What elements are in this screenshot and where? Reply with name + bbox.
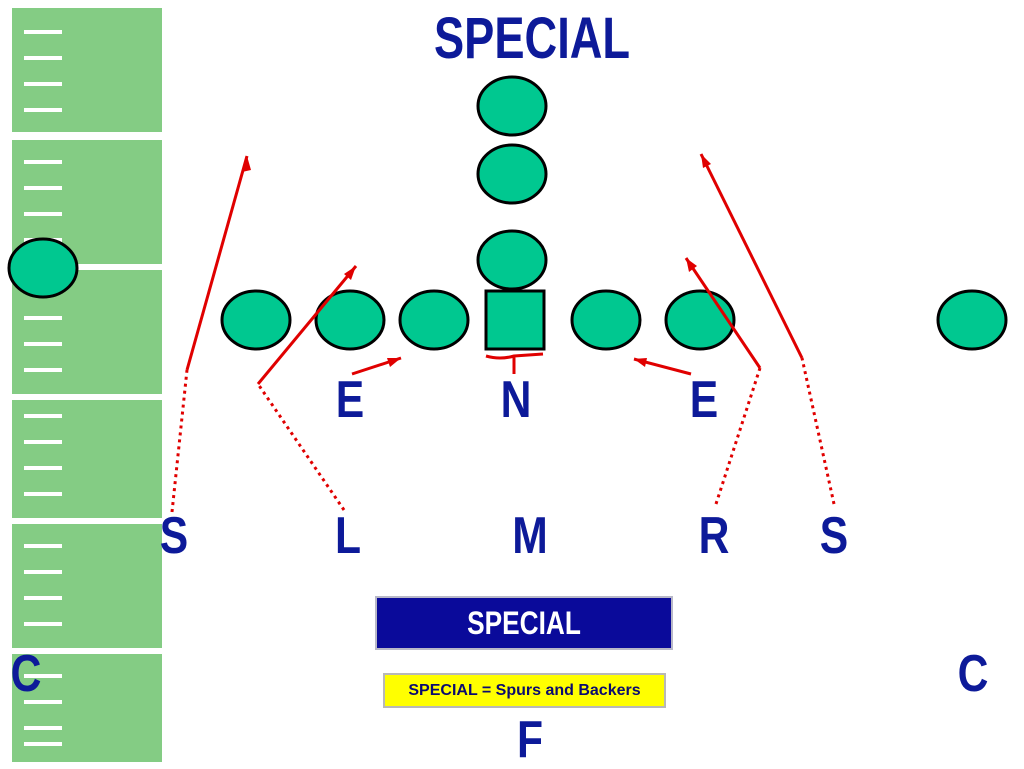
route-nose-marker xyxy=(485,352,544,374)
player-left-guard xyxy=(398,289,470,351)
banner-label: SPECIAL xyxy=(467,605,581,641)
hash-marks xyxy=(24,30,62,746)
route-spur-right-arrow xyxy=(699,153,804,359)
route-backer-l-arrow xyxy=(256,265,358,385)
route-spur-right-dotted xyxy=(800,357,836,505)
player-right-tackle xyxy=(664,289,736,351)
position-end-right: E xyxy=(689,371,719,429)
routes xyxy=(170,153,836,513)
player-right-guard xyxy=(570,289,642,351)
arrow-heads xyxy=(242,154,711,367)
route-backer-l-dotted xyxy=(256,383,346,511)
position-free-safety: F xyxy=(516,711,544,769)
player-backfield-1 xyxy=(476,75,548,137)
route-spur-left-dotted xyxy=(170,369,189,513)
player-backfield-3 xyxy=(476,229,548,291)
field-block xyxy=(12,8,162,132)
diagram-title: SPECIAL xyxy=(434,6,631,71)
player-left-tackle xyxy=(314,289,386,351)
route-backer-r-arrow xyxy=(684,257,762,369)
position-corner-left: C xyxy=(10,645,42,703)
position-corner-right: C xyxy=(957,645,989,703)
field-block xyxy=(12,400,162,518)
player-tight-end xyxy=(220,289,292,351)
field-block xyxy=(12,524,162,648)
position-backer-r: R xyxy=(698,507,730,565)
position-end-left: E xyxy=(335,371,365,429)
player-wideout-left xyxy=(7,237,79,299)
position-backer-m: M xyxy=(512,507,548,565)
defense-name-banner: SPECIAL xyxy=(375,596,673,650)
position-backer-l: L xyxy=(334,507,362,565)
player-center xyxy=(484,289,546,351)
defense-note: SPECIAL = Spurs and Backers xyxy=(383,673,666,708)
route-backer-r-dotted xyxy=(714,367,762,505)
position-spur-right: S xyxy=(819,507,849,565)
position-spur-left: S xyxy=(159,507,189,565)
sideline-field xyxy=(12,8,162,762)
player-wideout-right xyxy=(936,289,1008,351)
position-nose: N xyxy=(500,371,532,429)
player-backfield-2 xyxy=(476,143,548,205)
route-spur-left-arrow xyxy=(185,155,249,371)
